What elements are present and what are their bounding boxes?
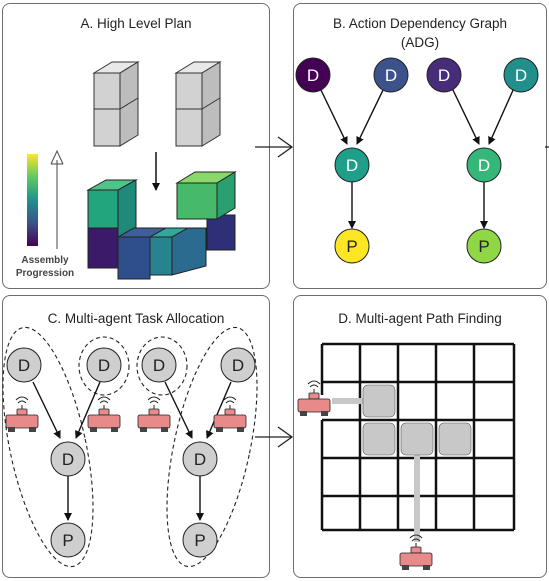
gray-block-stack-right — [174, 61, 222, 147]
adg-node-d5-label: D — [346, 156, 358, 175]
task-node-d3-label: D — [153, 356, 165, 375]
adg-node-p2-label: P — [478, 237, 489, 256]
task-node-d5-label: D — [62, 450, 74, 469]
adg-edges — [319, 87, 515, 229]
allocation-edges — [32, 381, 232, 521]
adg-node-d6: D — [466, 147, 502, 183]
path-cells — [362, 384, 472, 456]
adg-node-d2: D — [373, 57, 409, 93]
adg-node-d4-label: D — [515, 66, 527, 85]
task-node-d6-label: D — [194, 450, 206, 469]
task-node-d2-label: D — [98, 356, 110, 375]
robot-icon-c2 — [87, 396, 121, 432]
task-node-d1-label: D — [18, 356, 30, 375]
robot-icon-c1 — [5, 396, 39, 432]
robot-icon-d2 — [399, 534, 433, 570]
task-node-p2: P — [182, 522, 218, 558]
connector-c-to-d — [255, 426, 294, 448]
legend-label-assembly: Assembly — [21, 255, 69, 266]
adg-node-d6-label: D — [478, 156, 490, 175]
gray-block-stack-left — [92, 61, 140, 147]
task-node-d4: D — [220, 347, 256, 383]
panel-b-title: B. Action Dependency Graph — [332, 16, 508, 31]
planned-paths — [332, 398, 420, 542]
task-node-d6: D — [182, 441, 218, 477]
robot-icon-c4 — [213, 396, 247, 432]
task-node-d2: D — [86, 347, 122, 383]
allocation-groups — [2, 326, 258, 568]
task-node-p1-label: P — [62, 531, 73, 550]
connector-a-to-b — [255, 136, 294, 158]
adg-node-p1-label: P — [346, 237, 357, 256]
panel-d-title: D. Multi-agent Path Finding — [338, 311, 502, 326]
adg-node-d3-label: D — [438, 66, 450, 85]
task-node-d4-label: D — [232, 356, 244, 375]
adg-node-d1-label: D — [307, 66, 319, 85]
robot-icon-d1 — [297, 380, 331, 416]
legend-label-progression: Progression — [16, 268, 74, 279]
task-node-d1: D — [6, 347, 42, 383]
task-node-d3: D — [141, 347, 177, 383]
task-node-d5: D — [50, 441, 86, 477]
colored-assembly-blocks — [86, 171, 237, 280]
adg-node-d2-label: D — [385, 66, 397, 85]
panel-b-subtitle: (ADG) — [400, 35, 440, 50]
robot-icon-c3 — [137, 396, 171, 432]
adg-node-d1: D — [295, 57, 331, 93]
panel-c-title: C. Multi-agent Task Allocation — [47, 311, 225, 326]
adg-node-d5: D — [334, 147, 370, 183]
adg-node-p2: P — [466, 228, 502, 264]
adg-node-p1: P — [334, 228, 370, 264]
task-node-p1: P — [50, 522, 86, 558]
panel-c — [2, 295, 270, 578]
task-node-p2-label: P — [194, 531, 205, 550]
panel-a-title: A. High Level Plan — [80, 16, 192, 31]
adg-node-d4: D — [503, 57, 539, 93]
adg-node-d3: D — [426, 57, 462, 93]
assembly-progression-legend — [27, 149, 64, 249]
